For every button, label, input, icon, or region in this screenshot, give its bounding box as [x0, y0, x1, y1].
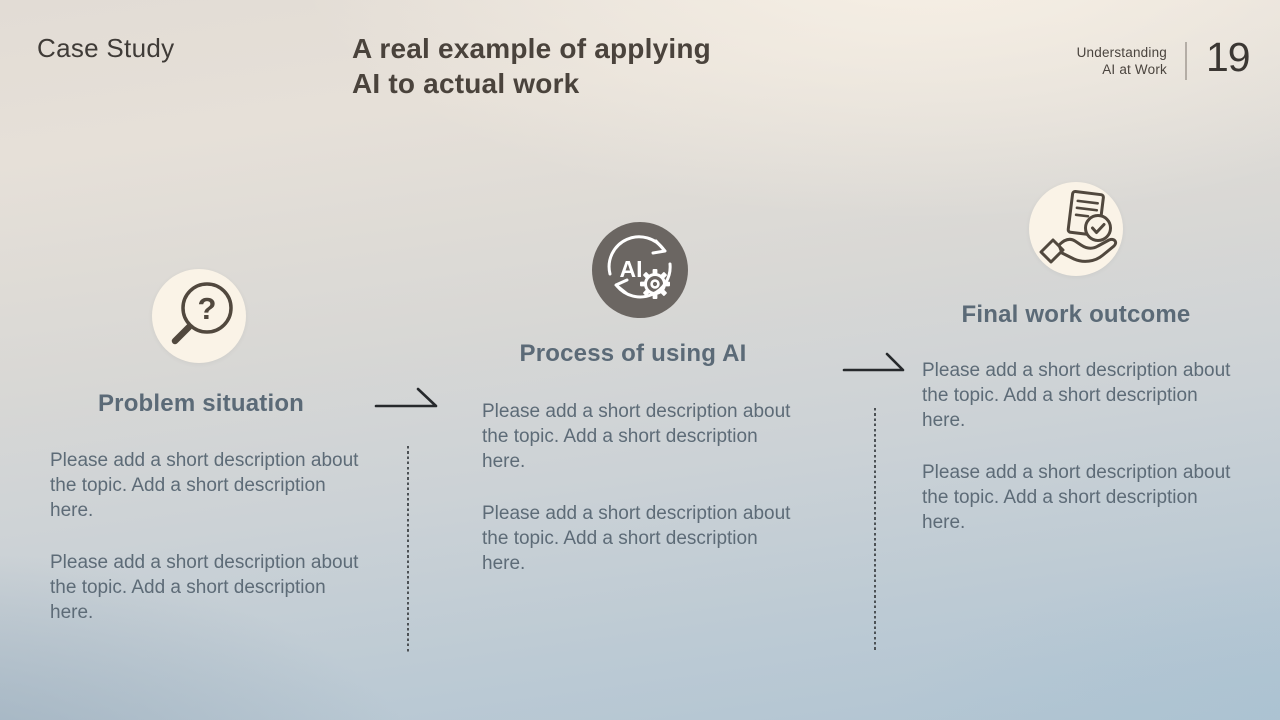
slide-title: A real example of applying AI to actual …	[352, 31, 711, 101]
course-brand-line1: Understanding	[1076, 45, 1167, 60]
placeholder-paragraph: Please add a short description about the…	[922, 462, 1231, 533]
flow-arrow-2	[842, 352, 905, 372]
column-text-outcome: Please add a short description about the…	[922, 358, 1236, 562]
gear-glyph	[640, 269, 670, 299]
column-text-problem: Please add a short description about the…	[50, 448, 364, 652]
page-number: 19	[1206, 34, 1251, 80]
column-heading-problem: Problem situation	[97, 390, 305, 417]
placeholder-paragraph: Please add a short description about the…	[50, 450, 359, 521]
placeholder-paragraph: Please add a short description about the…	[482, 503, 791, 574]
svg-text:?: ?	[198, 291, 217, 326]
header-divider	[1185, 42, 1187, 80]
slide-title-line2: AI to actual work	[352, 68, 580, 99]
placeholder-paragraph: Please add a short description about the…	[922, 360, 1231, 431]
magnifier-question-icon: ?	[152, 269, 246, 363]
column-text-process: Please add a short description about the…	[482, 399, 796, 603]
placeholder-paragraph: Please add a short description about the…	[482, 401, 791, 472]
dotted-divider-1	[407, 446, 409, 654]
slide-title-line1: A real example of applying	[352, 33, 711, 64]
hand-document-check-icon	[1029, 182, 1123, 276]
ai-label: AI	[620, 256, 643, 282]
slide-kicker: Case Study	[37, 33, 175, 63]
dotted-divider-2	[874, 408, 876, 650]
course-brand-line2: AI at Work	[1102, 61, 1167, 77]
course-brand: Understanding AI at Work	[1007, 45, 1167, 78]
flow-arrow-1	[374, 387, 438, 408]
placeholder-paragraph: Please add a short description about the…	[50, 552, 359, 623]
column-heading-outcome: Final work outcome	[961, 301, 1191, 328]
ai-cycle-gear-icon: AI	[592, 222, 688, 318]
column-heading-process: Process of using AI	[519, 340, 747, 367]
